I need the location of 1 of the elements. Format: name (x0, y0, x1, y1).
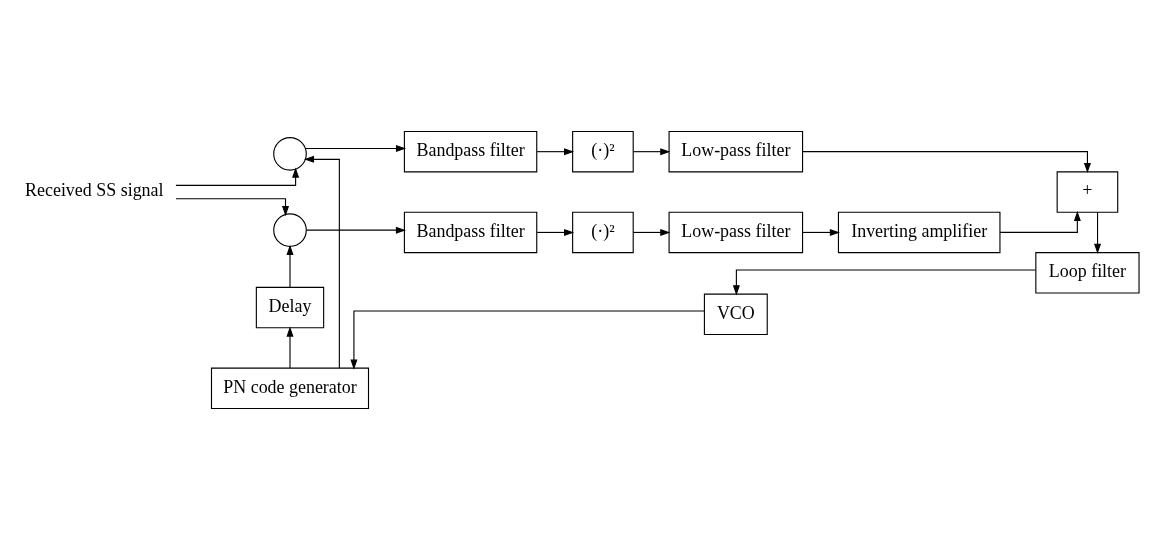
node-text: Received SS signal (25, 180, 164, 201)
